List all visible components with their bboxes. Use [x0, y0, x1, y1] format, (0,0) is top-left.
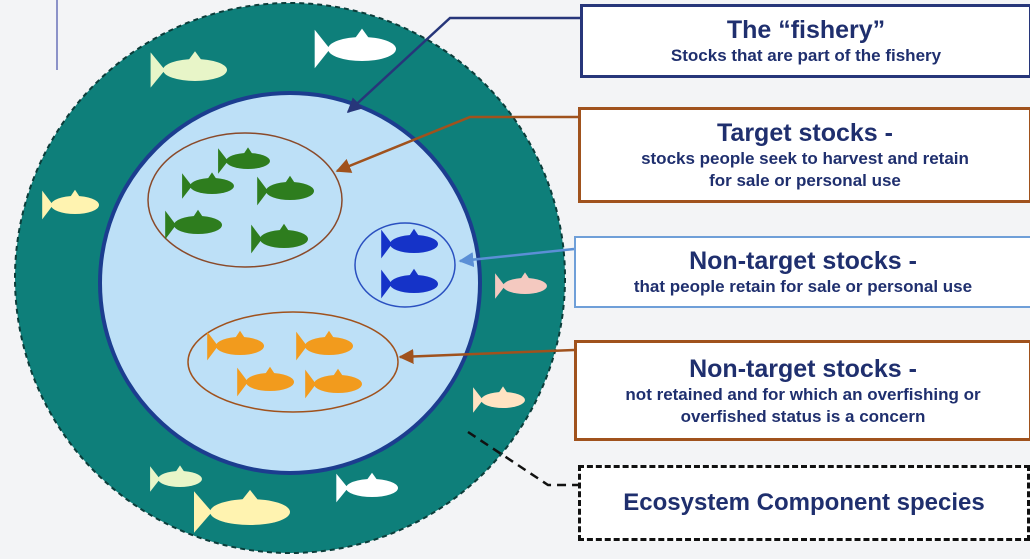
green-fish-icon	[218, 147, 270, 174]
orange-fish-icon	[237, 366, 294, 397]
target-stocks-line1: stocks people seek to harvest and retain	[641, 149, 969, 168]
target-arrow	[335, 115, 578, 173]
fishery-title: The “fishery”	[726, 16, 886, 44]
target-stocks-line2: for sale or personal use	[709, 171, 901, 190]
nontarget-concern-arrow	[398, 348, 575, 364]
ecosystem-title: Ecosystem Component species	[623, 489, 985, 516]
nontarget-retained-arrow	[458, 247, 575, 268]
blue-fish-icon	[381, 228, 438, 259]
pale-fish-icon	[495, 272, 547, 299]
nontarget-concern-line2: overfished status is a concern	[680, 406, 926, 426]
orange-fish-icon	[207, 330, 264, 361]
fish-layer	[42, 28, 547, 533]
target-stocks-label-box: Target stocks - stocks people seek to ha…	[578, 107, 1030, 203]
blue-fish-icon	[381, 268, 438, 299]
pale-fish-icon	[314, 28, 396, 69]
nontarget-retained-title: Non-target stocks -	[689, 247, 917, 275]
pale-fish-icon	[150, 51, 227, 88]
nontarget-concern-line1: not retained and for which an overfishin…	[625, 384, 981, 404]
green-fish-icon	[165, 209, 222, 240]
ecosystem-connector	[467, 430, 578, 487]
nontarget-retained-label-box: Non-target stocks - that people retain f…	[574, 236, 1030, 308]
nontarget-concern-title: Non-target stocks -	[689, 354, 917, 383]
nontarget-concern-label-box: Non-target stocks - not retained and for…	[574, 340, 1030, 441]
green-fish-icon	[182, 172, 234, 199]
green-fish-icon	[257, 175, 314, 206]
orange-fish-icon	[305, 368, 362, 399]
fishery-subtitle: Stocks that are part of the fishery	[670, 46, 942, 65]
pale-fish-icon	[336, 472, 398, 503]
target-stocks-title: Target stocks -	[717, 119, 893, 147]
ecosystem-label-box: Ecosystem Component species	[578, 465, 1030, 541]
pale-fish-icon	[473, 386, 525, 413]
fishery-arrow	[346, 16, 580, 114]
nontarget-concern-ellipse	[187, 311, 399, 413]
pale-fish-icon	[150, 465, 202, 492]
orange-fish-icon	[296, 330, 353, 361]
green-fish-icon	[251, 223, 308, 254]
nontarget-retained-ellipse	[354, 222, 456, 308]
pale-fish-icon	[194, 489, 290, 533]
target-stocks-ellipse	[147, 132, 343, 268]
pale-fish-icon	[42, 189, 99, 220]
nontarget-retained-subtitle: that people retain for sale or personal …	[633, 277, 973, 296]
fishery-label-box: The “fishery” Stocks that are part of th…	[580, 4, 1030, 78]
